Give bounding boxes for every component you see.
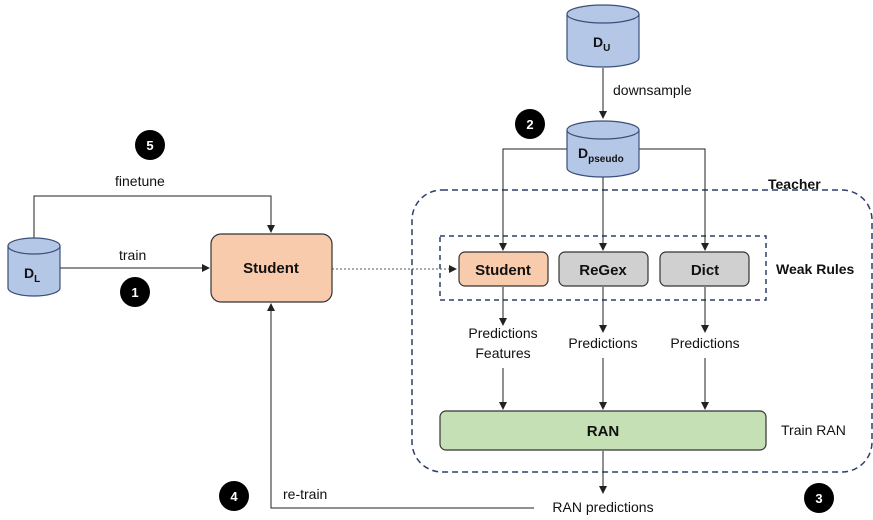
svg-text:2: 2 xyxy=(526,117,533,132)
train-label: train xyxy=(119,247,146,263)
svg-text:5: 5 xyxy=(146,138,153,153)
student-box xyxy=(210,233,333,303)
svg-text:DL: DL xyxy=(24,265,40,285)
dataset-labeled-cylinder: DL xyxy=(7,237,61,297)
du-main: D xyxy=(593,34,603,50)
edge-finetune xyxy=(33,195,275,240)
dl-main: D xyxy=(24,265,34,281)
dpseudo-sub: pseudo xyxy=(588,154,624,165)
finetune-label: finetune xyxy=(115,173,165,189)
student-predictions-label: Predictions xyxy=(468,325,537,341)
edge-retrain xyxy=(267,303,534,509)
weak-rules-label: Weak Rules xyxy=(776,261,855,277)
edge-pseudo-dict xyxy=(639,148,709,251)
step-badge-5: 5 xyxy=(135,130,165,160)
rule-student-label: Student xyxy=(475,262,531,279)
dpseudo-main: D xyxy=(578,145,588,161)
dataset-unlabeled-cylinder: DU xyxy=(566,4,640,68)
retrain-label: re-train xyxy=(283,486,327,502)
student-box-label: Student xyxy=(243,260,299,277)
svg-text:Dpseudo: Dpseudo xyxy=(578,145,624,165)
ran-box xyxy=(439,410,767,451)
rule-regex-label: ReGex xyxy=(579,262,627,279)
rule-dict-box xyxy=(659,251,750,287)
dataset-pseudo-cylinder: Dpseudo xyxy=(566,120,640,178)
ran-predictions-label: RAN predictions xyxy=(552,499,653,515)
step-badge-3: 3 xyxy=(804,483,834,513)
step-badge-1: 1 xyxy=(120,277,150,307)
rule-regex-box xyxy=(558,251,649,287)
svg-text:DU: DU xyxy=(593,34,610,54)
du-sub: U xyxy=(603,43,610,54)
teacher-label: Teacher xyxy=(768,176,821,192)
edge-pseudo-student xyxy=(499,148,567,251)
step-badge-2: 2 xyxy=(515,109,545,139)
student-features-label: Features xyxy=(475,345,530,361)
rule-student-box xyxy=(458,251,549,287)
rule-dict-label: Dict xyxy=(691,262,719,279)
train-ran-label: Train RAN xyxy=(781,422,846,438)
downsample-label: downsample xyxy=(613,82,692,98)
regex-predictions-label: Predictions xyxy=(568,335,637,351)
dl-sub: L xyxy=(34,274,40,285)
step-badge-4: 4 xyxy=(219,481,249,511)
teacher-group xyxy=(411,189,873,473)
dict-predictions-label: Predictions xyxy=(670,335,739,351)
svg-text:3: 3 xyxy=(815,491,822,506)
ran-box-label: RAN xyxy=(587,423,620,440)
svg-text:4: 4 xyxy=(230,489,238,504)
svg-text:1: 1 xyxy=(131,285,138,300)
